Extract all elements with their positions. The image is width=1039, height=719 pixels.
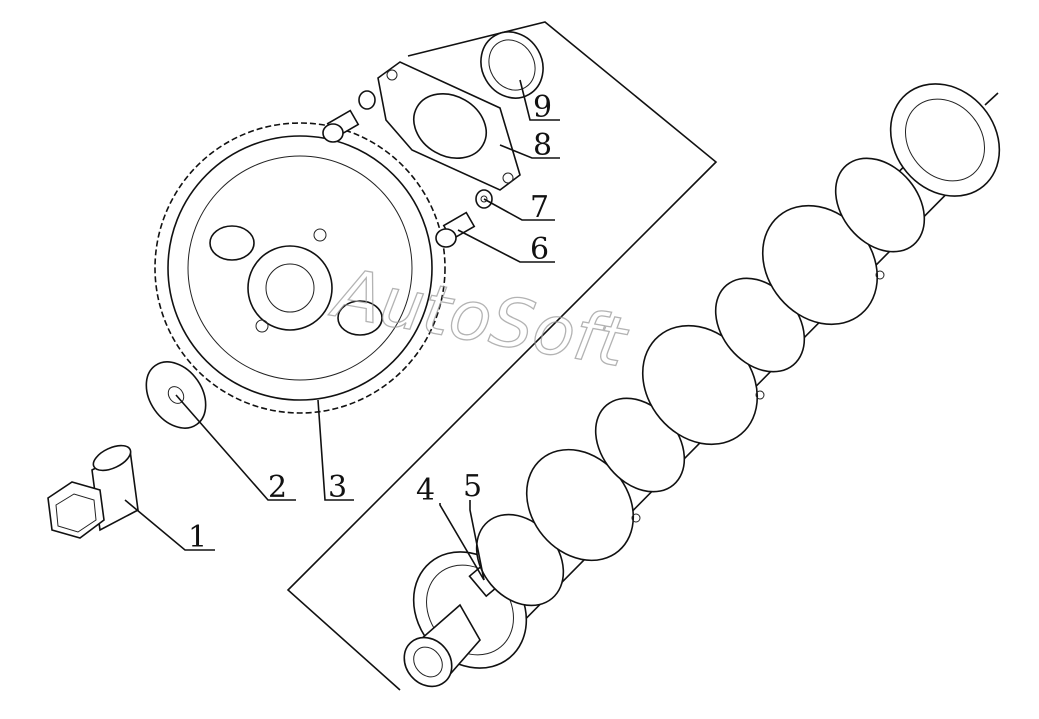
callout-5: 5 xyxy=(463,469,482,504)
thrust-plate xyxy=(377,61,521,191)
callout-4: 4 xyxy=(416,473,435,508)
callout-2: 2 xyxy=(268,470,287,505)
callout-9: 9 xyxy=(533,90,552,125)
camshaft xyxy=(403,83,1001,688)
callout-6: 6 xyxy=(530,232,549,267)
callout-3: 3 xyxy=(328,470,347,505)
seal-ring xyxy=(480,31,544,99)
plate-bolts xyxy=(322,90,493,248)
camshaft-gear xyxy=(154,122,446,414)
leader-lines xyxy=(124,79,560,581)
callout-8: 8 xyxy=(533,128,552,163)
callout-1: 1 xyxy=(188,520,207,555)
callout-7: 7 xyxy=(530,190,549,225)
gear-bolt xyxy=(47,444,139,539)
